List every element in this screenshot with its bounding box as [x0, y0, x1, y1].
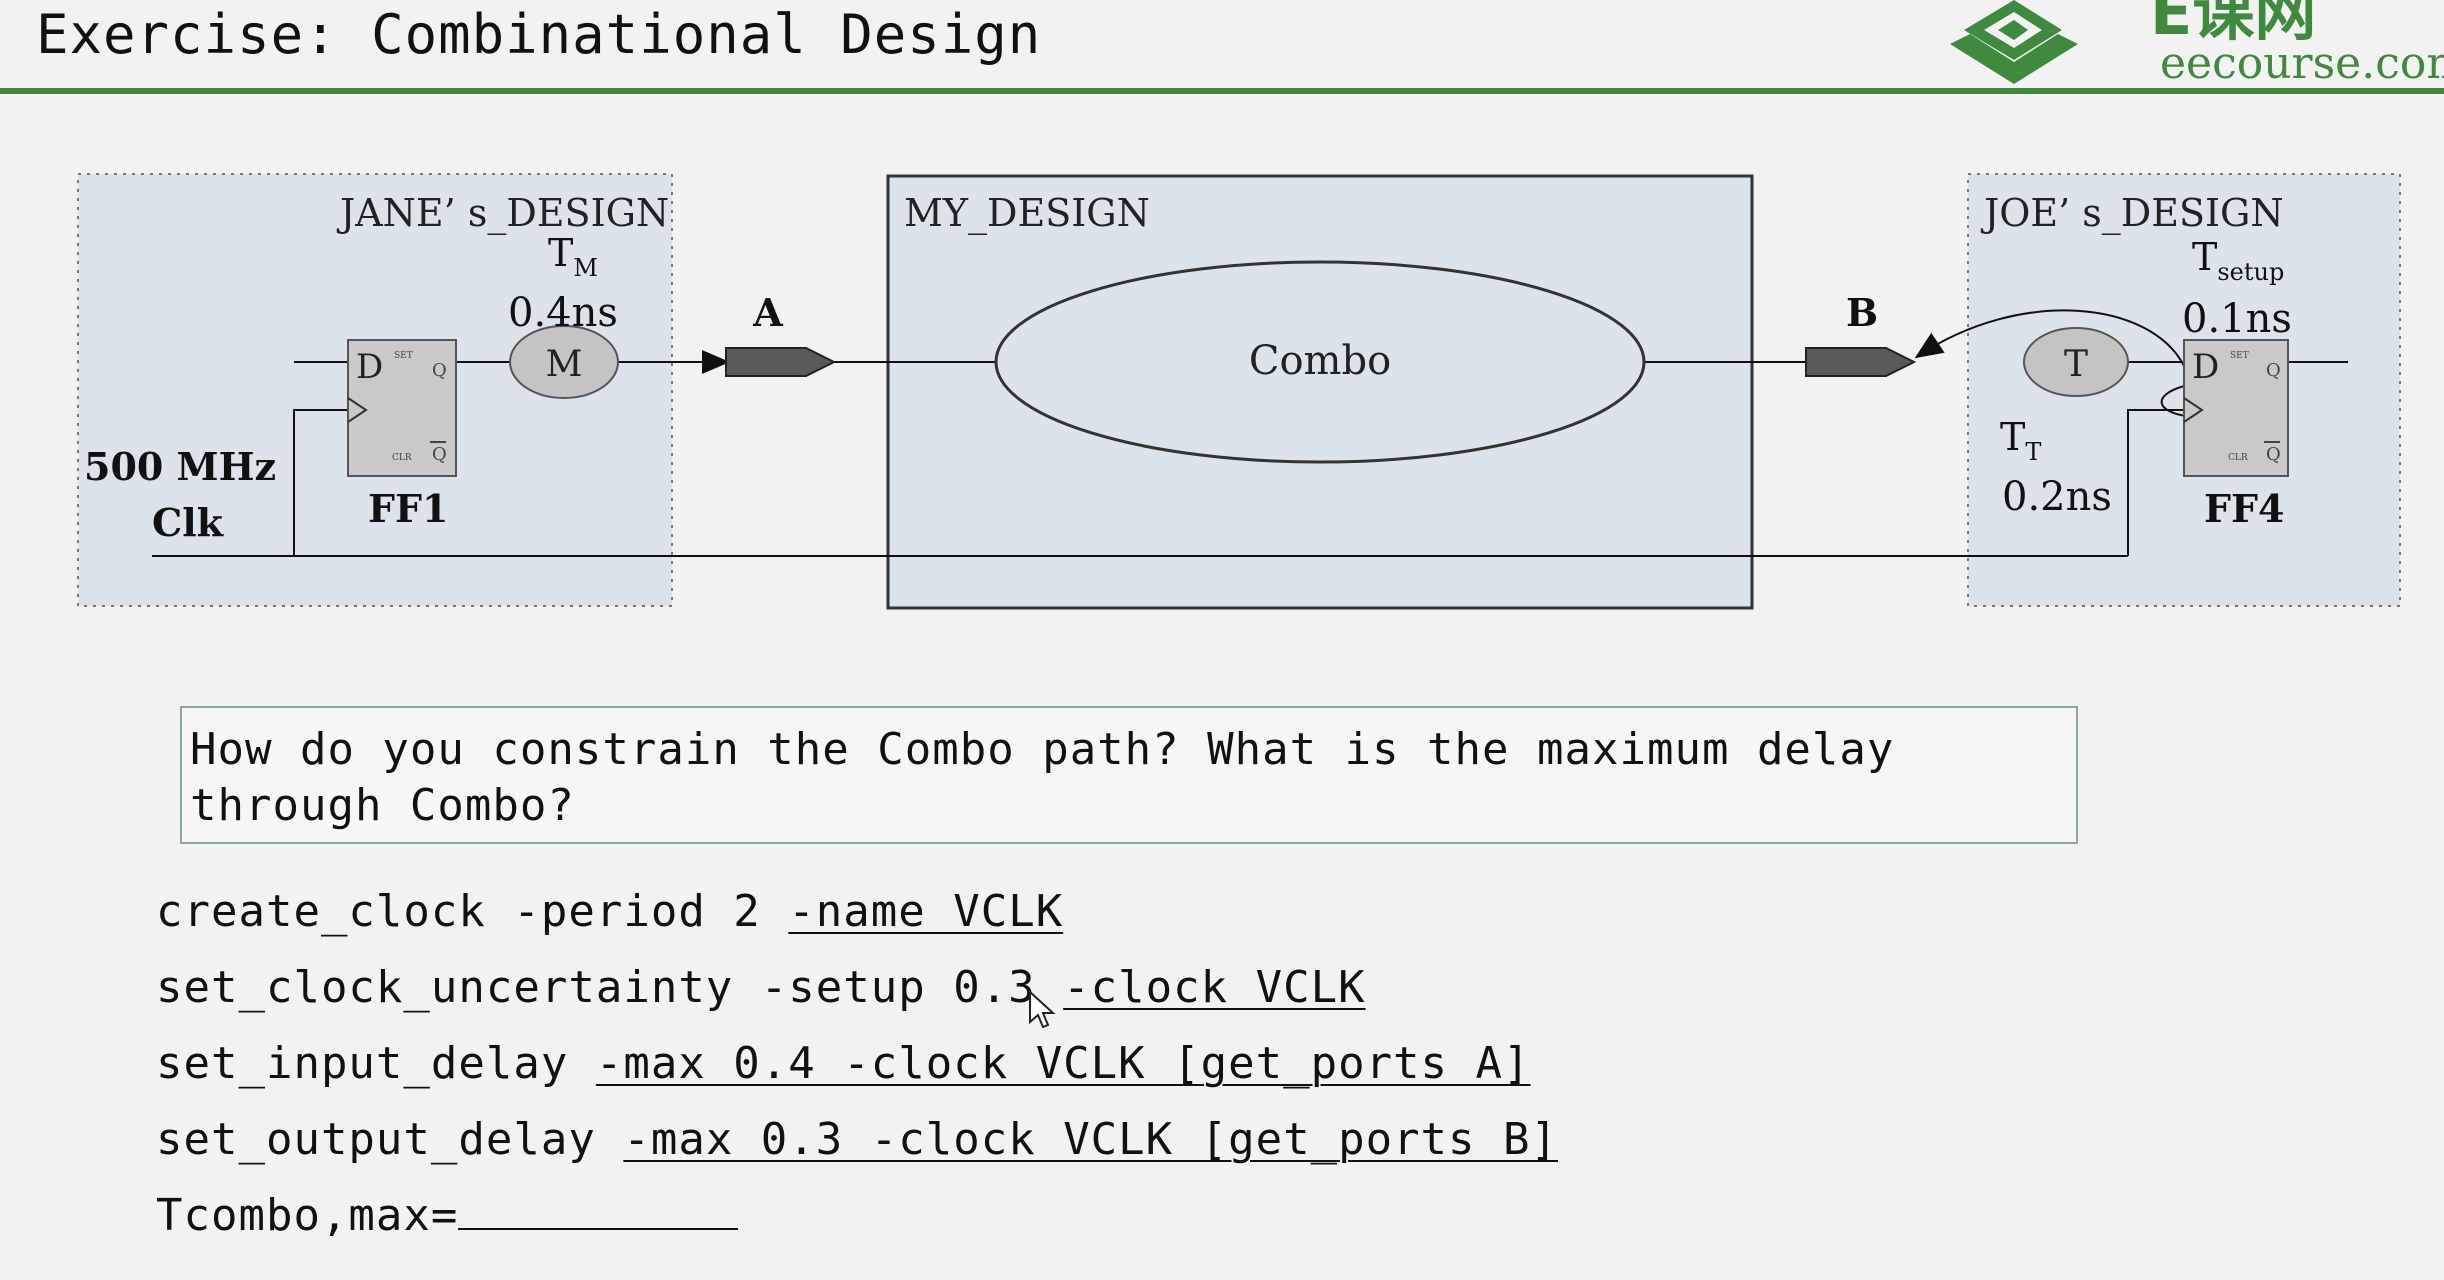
ff4-d-label: D — [2192, 347, 2219, 387]
code-line-input-delay: set_input_delay -max 0.4 -clock VCLK [ge… — [156, 1032, 1558, 1108]
answer-blank — [458, 1188, 739, 1230]
code-text: set_clock_uncertainty -setup 0.3 — [156, 962, 1064, 1013]
code-line-tcombo: Tcombo,max= — [156, 1184, 1558, 1260]
ff1-q-label: Q — [432, 360, 447, 381]
ff1-d-label: D — [356, 347, 383, 387]
sdc-code-block: create_clock -period 2 -name VCLK set_cl… — [156, 880, 1558, 1260]
svg-text:Tsetup: Tsetup — [2192, 235, 2284, 286]
ff1-clr-label: CLR — [392, 453, 412, 463]
tm-sub-text: M — [573, 254, 598, 282]
joe-design-label: JOE’ s_DESIGN — [1980, 191, 2284, 236]
code-underlined-text: -max 0.4 -clock VCLK [get_ports A] — [595, 1038, 1531, 1089]
jane-design-label: JANE’ s_DESIGN — [336, 191, 669, 236]
logo-url-text: eecourse.com — [2160, 38, 2444, 88]
code-text: set_output_delay — [156, 1114, 624, 1165]
code-underlined-text: -max 0.3 -clock VCLK [get_ports B] — [623, 1114, 1559, 1165]
code-line-output-delay: set_output_delay -max 0.3 -clock VCLK [g… — [156, 1108, 1558, 1184]
question-box: How do you constrain the Combo path? Wha… — [180, 706, 2078, 844]
clock-freq-text: 500 MHz — [84, 444, 276, 489]
ff4-qbar-label: Q — [2266, 444, 2281, 465]
tsetup-sub-text: setup — [2217, 258, 2284, 286]
combo-label: Combo — [1249, 338, 1391, 384]
ff4-clr-label: CLR — [2228, 453, 2248, 463]
ff1-label: FF1 — [368, 486, 448, 531]
port-b-label: B — [1846, 290, 1878, 335]
tm-main-text: T — [548, 231, 573, 275]
mouse-cursor-icon — [1029, 990, 1056, 1029]
t-node-label: T — [2064, 344, 2088, 385]
svg-text:TT: TT — [2000, 415, 2041, 466]
code-underlined-text: -name VCLK — [788, 886, 1064, 937]
code-line-create-clock: create_clock -period 2 -name VCLK — [156, 880, 1558, 956]
my-design-label: MY_DESIGN — [904, 191, 1150, 236]
clock-name-text: Clk — [152, 500, 224, 545]
m-node-label: M — [546, 344, 583, 385]
tsetup-value-text: 0.1ns — [2182, 296, 2292, 342]
ff1-flipflop: D SET Q CLR Q FF1 — [347, 339, 457, 531]
timing-diagram: JANE’ s_DESIGN MY_DESIGN JOE’ s_DESIGN — [77, 173, 2401, 610]
code-line-clock-uncertainty: set_clock_uncertainty -setup 0.3 -clock … — [156, 956, 1558, 1032]
ff1-set-label: SET — [394, 351, 413, 361]
port-b: B — [1805, 290, 1917, 377]
eecourse-logo: E课网 eecourse.com — [1950, 0, 2444, 88]
ff1-qbar-label: Q — [432, 444, 447, 465]
tt-sub-text: T — [2025, 438, 2041, 466]
tsetup-main-text: T — [2192, 235, 2217, 279]
code-text: set_input_delay — [156, 1038, 596, 1089]
clock-source: 500 MHz Clk — [84, 444, 276, 545]
code-text: create_clock -period 2 — [156, 886, 789, 937]
wires — [152, 309, 2348, 557]
tt-value-text: 0.2ns — [2002, 474, 2112, 520]
ff4-q-label: Q — [2266, 360, 2281, 381]
ff4-set-label: SET — [2230, 351, 2249, 361]
ff4-label: FF4 — [2204, 486, 2284, 531]
logo-brand-text: E课网 — [2150, 0, 2316, 49]
tt-main-text: T — [2000, 415, 2025, 459]
t-delay-node: T — [2023, 327, 2129, 397]
title-divider — [0, 88, 2444, 94]
svg-text:TM: TM — [548, 231, 598, 282]
tsetup-annotation: Tsetup 0.1ns — [2182, 235, 2292, 342]
tm-annotation: TM 0.4ns — [508, 231, 618, 336]
ff4-flipflop: D SET Q CLR Q FF4 — [2183, 339, 2289, 531]
combo-cloud: Combo — [994, 260, 1646, 464]
tm-value-text: 0.4ns — [508, 290, 618, 336]
code-underlined-text: -clock VCLK — [1063, 962, 1366, 1013]
logo-mark-icon — [1950, 0, 2078, 84]
tt-annotation: TT 0.2ns — [2000, 415, 2112, 520]
m-delay-node: M — [509, 325, 619, 399]
port-a: A — [725, 290, 837, 377]
port-a-label: A — [752, 290, 783, 335]
slide-title: Exercise: Combinational Design — [36, 3, 1042, 66]
code-text: Tcombo,max= — [156, 1190, 459, 1241]
